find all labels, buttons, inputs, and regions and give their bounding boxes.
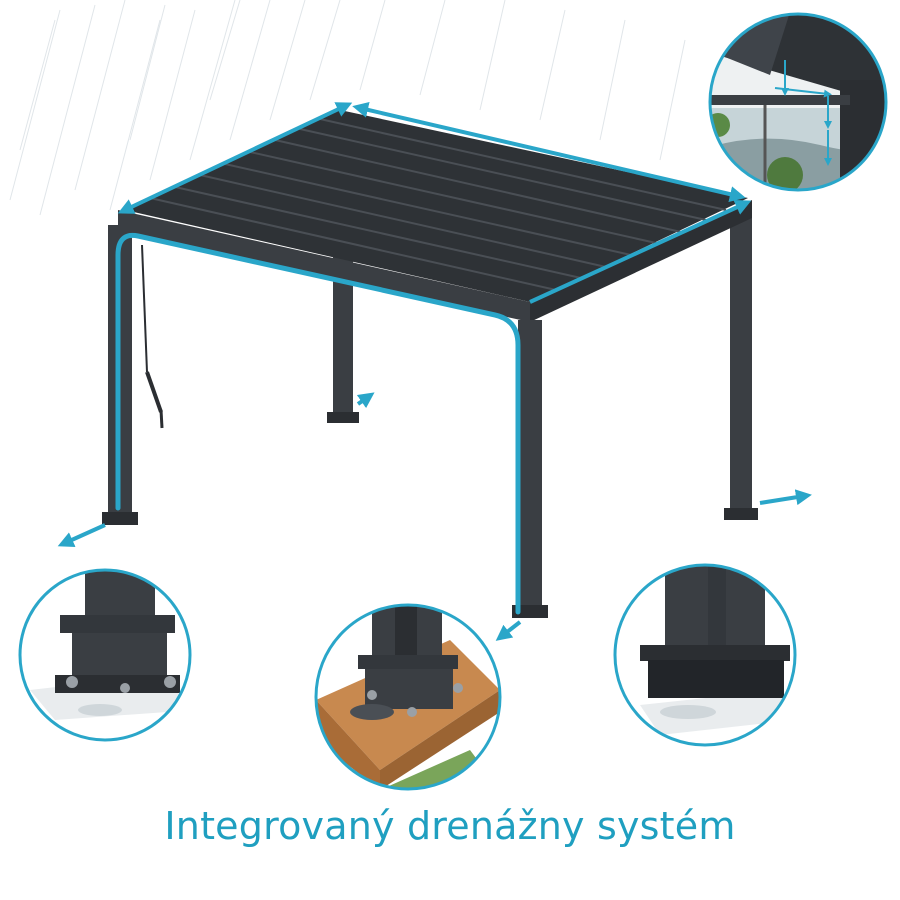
louvered-roof	[118, 110, 752, 322]
back-posts	[327, 210, 758, 520]
post-base-left-detail	[18, 568, 192, 742]
crank-handle	[141, 244, 164, 429]
post-base-on-deck-detail	[314, 603, 502, 791]
gutter-corner-detail	[708, 12, 888, 192]
post-base-right-detail	[613, 563, 797, 747]
drainage-arrows	[57, 102, 812, 641]
drainage-path	[115, 232, 521, 615]
caption-title: Integrovaný drenážny systém	[164, 804, 736, 848]
